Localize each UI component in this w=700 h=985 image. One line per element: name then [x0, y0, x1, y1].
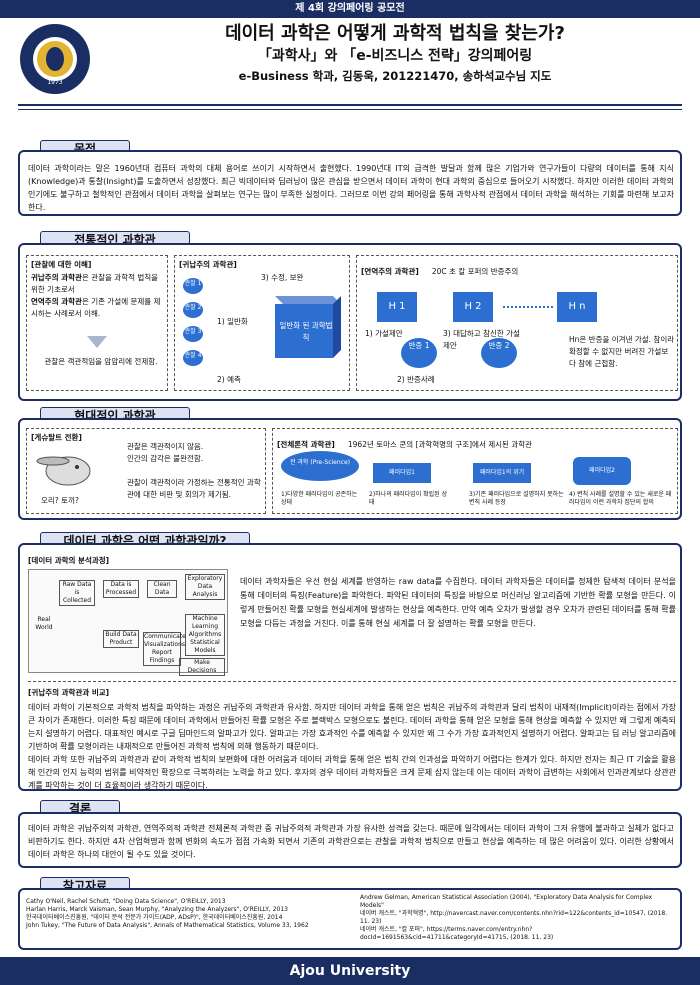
holistic-desc3: 3)기존 패러다임으로 설명하지 못하는 변칙 사례 등장: [469, 491, 564, 506]
diagram-node-clean: Clean Data: [147, 580, 177, 598]
purpose-text: 데이터 과학이라는 말은 1960년대 컴퓨터 과학의 대체 용어로 쓰이기 시…: [28, 164, 674, 212]
holistic-box: [전체론적 과학관] 1962년 토마스 쿤의 [과학혁명의 구조]에서 제시된…: [272, 428, 678, 514]
section-conclusion: 데이터 과학은 귀납주의적 과학관, 연역주의적 과학관 전체론적 과학관 중 …: [18, 812, 682, 868]
svg-text:1973: 1973: [47, 79, 62, 86]
observation-result: 관찰은 객관적임을 암암리에 전제함.: [44, 357, 158, 366]
references-right: Andrew Gelman, American Statistical Asso…: [360, 894, 668, 941]
process-text: 데이터 과학자들은 우선 현실 세계를 반영하는 raw data를 수집한다.…: [240, 577, 676, 628]
observation-node-4: 관찰 4: [183, 350, 203, 366]
observation-box: [관찰에 대한 이해] 귀납주의 과학관은 관찰을 과학적 법칙을 위한 기초로…: [26, 255, 168, 391]
section-traditional: [관찰에 대한 이해] 귀납주의 과학관은 관찰을 과학적 법칙을 위한 기초로…: [18, 243, 682, 401]
predict-step: 2) 예측: [217, 375, 241, 384]
observation-text: 귀납주의 과학관은 관찰을 과학적 법칙을 위한 기초로서 연역주의 과학관은 …: [31, 273, 161, 318]
footer-banner: Ajou University: [0, 957, 700, 985]
diagram-node-eda: Exploratory Data Analysis: [185, 574, 225, 600]
bold-hypothesis-step: 3) 대답하고 참신한 가설제안: [443, 329, 520, 350]
deductive-note: Hn은 반증을 이겨낸 가설. 참이라 확정할 수 없지만 버려진 가설보다 참…: [569, 335, 675, 368]
references-left: Cathy O'Neil, Rachel Schutt, "Doing Data…: [26, 898, 309, 929]
section-modern: [게슈탈트 전환] 오리? 토끼? 관찰은 객관적이지 않음. 인간의 감각은 …: [18, 418, 682, 520]
section-datascience: [데이터 과학의 분석과정] Raw Data is Collected Dat…: [18, 543, 682, 791]
contest-banner: 제 4회 강의페어링 공모전: [0, 0, 700, 18]
gestalt-line1: 관찰은 객관적이지 않음.: [127, 442, 204, 451]
diagram-node-decisions: Make Decisions: [179, 658, 225, 676]
holistic-desc4: 4) 변칙 사례를 설명할 수 있는 새로운 패러다임이 이런 과학자 집단의 …: [569, 491, 672, 506]
poster-author: e-Business 학과, 김동욱, 201221470, 송하석교수님 지도: [238, 69, 552, 83]
process-tag: [데이터 과학의 분석과정]: [28, 556, 110, 565]
diagram-node-processed: Data is Processed: [103, 580, 139, 598]
generalize-step: 1) 일반화: [217, 317, 248, 326]
conclusion-text: 데이터 과학은 귀납주의적 과학관, 연역주의적 과학관 전체론적 과학관 중 …: [28, 824, 674, 859]
revise-step: 3) 수정, 보완: [261, 273, 304, 282]
counterexample-1: 반증 1: [401, 338, 437, 368]
observation-node-2: 관찰 2: [183, 302, 203, 318]
observation-node-3: 관찰 3: [183, 326, 203, 342]
gestalt-line2: 인간의 감각은 불완전함.: [127, 454, 204, 463]
diagram-node-raw: Raw Data is Collected: [59, 580, 95, 606]
poster-title: 데이터 과학은 어떻게 과학적 법칙을 찾는가?: [225, 23, 565, 44]
crisis-box: 패러다임1의 위기: [473, 463, 531, 483]
hypothesis-n: H n: [557, 292, 597, 322]
law-cube-icon: [275, 296, 341, 358]
header-divider: [18, 104, 682, 106]
header-divider-thin: [18, 109, 682, 110]
diagram-node-product: Build Data Product: [103, 630, 139, 648]
section-purpose: 데이터 과학이라는 말은 1960년대 컴퓨터 과학의 대체 용어로 쓰이기 시…: [18, 150, 682, 216]
propose-step: 1) 가설제안: [365, 329, 403, 338]
paradigm2-box: 패러다임2: [573, 457, 631, 485]
inner-divider: [28, 681, 676, 682]
poster-title-block: 데이터 과학은 어떻게 과학적 법칙을 찾는가? 「과학사」와 「e-비즈니스 …: [100, 22, 690, 86]
observation-stack: 관찰 1 관찰 2 관찰 3 관찰 4: [183, 278, 203, 368]
compare-tag: [귀납주의 과학관과 비교]: [28, 688, 110, 697]
holistic-desc2: 2)하나의 패러다임이 확립된 상태: [369, 491, 448, 506]
observation-node-1: 관찰 1: [183, 278, 203, 294]
paradigm1-box: 패러다임1: [373, 463, 431, 483]
poster-subtitle: 「과학사」와 「e-비즈니스 전략」강의페어링: [257, 48, 533, 64]
hypothesis-1: H 1: [377, 292, 417, 322]
law-label: 일반화 된 과학법칙: [279, 321, 333, 342]
process-diagram: Raw Data is Collected Data is Processed …: [28, 569, 228, 676]
dotted-connector: [503, 306, 553, 308]
diagram-node-communicate: Communicate Visualizations Report Findin…: [143, 632, 186, 666]
gestalt-box: [게슈탈트 전환] 오리? 토끼? 관찰은 객관적이지 않음. 인간의 감각은 …: [26, 428, 266, 514]
holistic-desc1: 1)다양한 패러다임이 공존하는 상태: [281, 491, 358, 506]
inductive-box: [귀납주의 과학관] 관찰 1 관찰 2 관찰 3 관찰 4 1) 일반화 2)…: [174, 255, 350, 391]
hypothesis-2: H 2: [453, 292, 493, 322]
inductive-tag: [귀납주의 과학관]: [179, 260, 237, 269]
diagram-node-ml: Machine Learning Algorithms Statistical …: [185, 614, 225, 656]
duck-rabbit-icon: [36, 456, 91, 486]
holistic-header: [전체론적 과학관] 1962년 토마스 쿤의 [과학혁명의 구조]에서 제시된…: [277, 440, 533, 449]
down-arrow-icon: [87, 336, 107, 348]
diagram-node-world: Real World: [35, 616, 53, 631]
deductive-box: [연역주의 과학관] 20C 초 칼 포퍼의 반증주의 H 1 H 2 H n …: [356, 255, 678, 391]
deductive-header: [연역주의 과학관] 20C 초 칼 포퍼의 반증주의: [361, 267, 519, 276]
gestalt-tag: [게슈탈트 전환]: [31, 433, 82, 442]
counterexample-step: 2) 반증사례: [397, 375, 435, 384]
pre-science-cloud: 전 과학 (Pre-Science): [281, 451, 359, 481]
gestalt-caption: 오리? 토끼?: [41, 496, 79, 505]
gestalt-line3: 관찰이 객관적이라 가정하는 전통적인 과학관에 대한 비판 및 회의가 제기됨…: [127, 478, 261, 499]
section-references: Cathy O'Neil, Rachel Schutt, "Doing Data…: [18, 888, 682, 950]
university-logo: 1973: [20, 24, 90, 94]
compare-text: 데이터 과학이 기본적으로 과학적 법칙을 파악하는 과정은 귀납주의 과학관과…: [28, 703, 676, 790]
counterexample-2: 반증 2: [481, 338, 517, 368]
observation-tag: [관찰에 대한 이해]: [31, 260, 92, 269]
